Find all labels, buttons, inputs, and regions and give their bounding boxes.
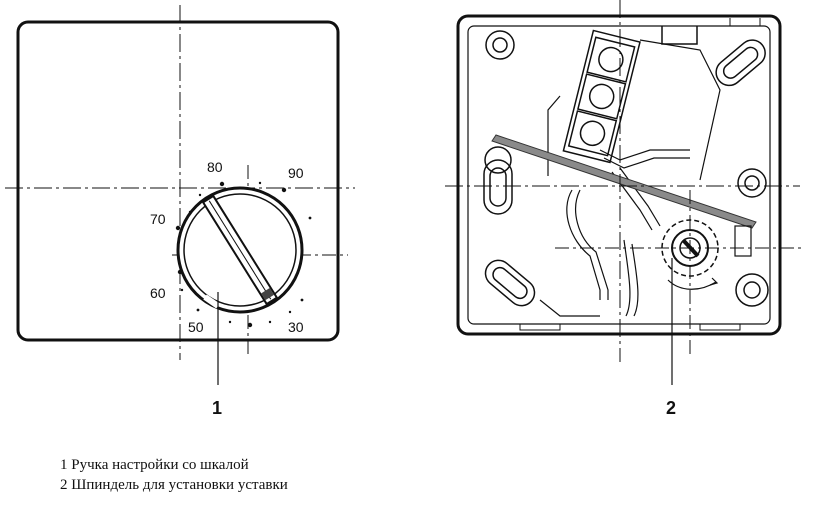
scale-label-80: 80: [207, 159, 223, 175]
setting-knob-inner: [183, 193, 297, 307]
setpoint-spindle: [661, 219, 752, 290]
scale-label-60: 60: [150, 285, 166, 301]
mounting-holes: [484, 30, 769, 307]
legend: 1 Ручка настройки со шкалой 2 Шпиндель д…: [60, 455, 288, 495]
callout-2: 2: [666, 398, 676, 418]
scale-ticks: [175, 181, 312, 328]
front-view: 80 90 70 60 50 30 1: [5, 5, 355, 418]
diagonal-bar: [491, 134, 757, 229]
terminal-block: [562, 29, 641, 164]
knob-grip: [201, 194, 279, 306]
legend-item-2: 2 Шпиндель для установки уставки: [60, 477, 288, 493]
legend-item-1: 1 Ручка настройки со шкалой: [60, 457, 249, 473]
back-view: 2: [445, 0, 805, 418]
slotted-holes: [483, 39, 766, 307]
thermostat-diagram: 80 90 70 60 50 30 1: [5, 0, 805, 418]
scale-label-90: 90: [288, 165, 304, 181]
housing-front: [16, 20, 340, 342]
callout-1: 1: [212, 398, 222, 418]
scale-label-30: 30: [288, 319, 304, 335]
scale-label-70: 70: [150, 211, 166, 227]
top-notch: [661, 26, 698, 45]
scale-label-50: 50: [188, 319, 204, 335]
housing-back-outer: [456, 14, 782, 336]
internal-ribs: [539, 39, 721, 317]
knob-gap: [203, 294, 220, 309]
housing-back-inner: [467, 25, 771, 325]
